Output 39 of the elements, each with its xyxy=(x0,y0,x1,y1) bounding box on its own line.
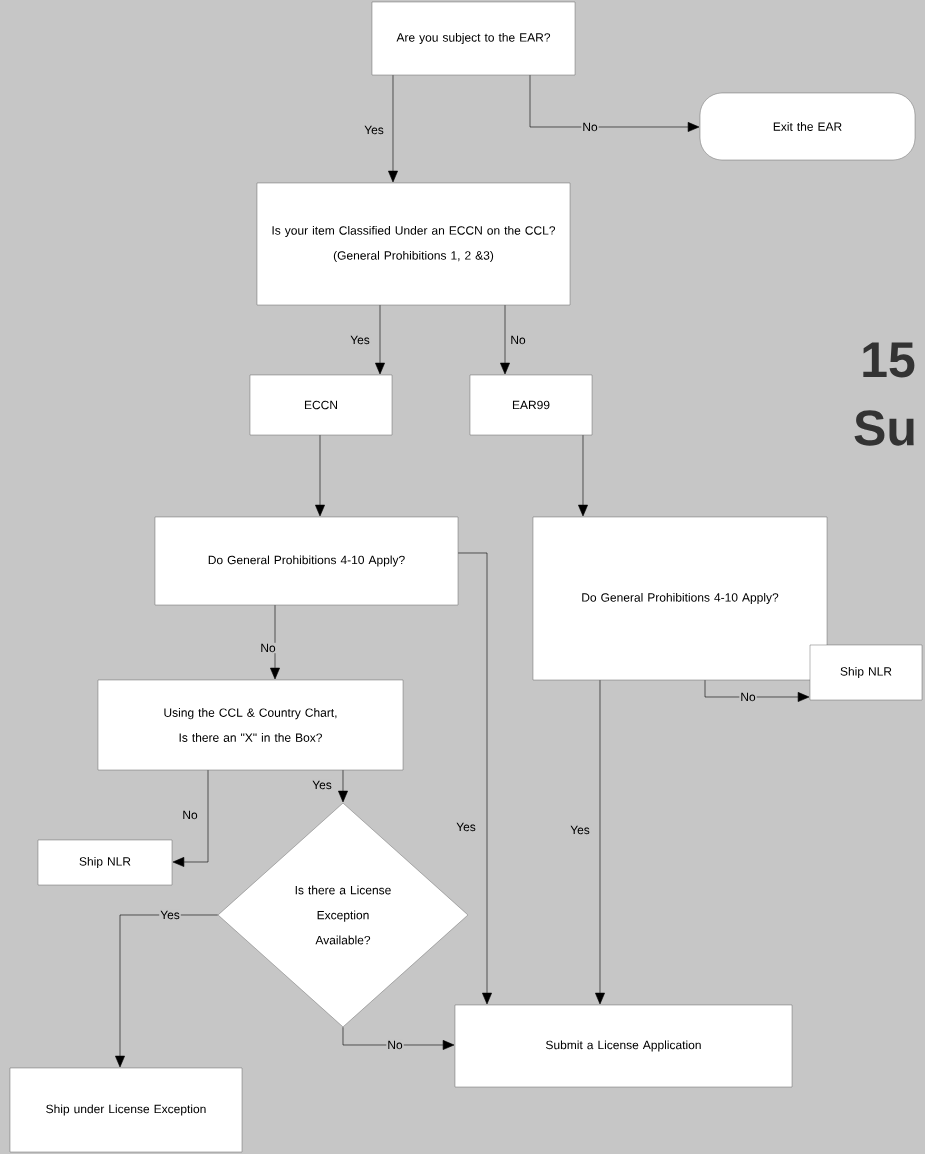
edge-label: Yes xyxy=(363,124,385,136)
arrow xyxy=(529,74,700,132)
process-box: Are you subject to the EAR? xyxy=(371,1,576,76)
process-box: Ship NLR xyxy=(37,839,173,886)
edge-label: No xyxy=(739,691,757,703)
edge-label: No xyxy=(509,334,527,346)
arrow xyxy=(388,74,398,183)
process-box: Do General Prohibitions 4-10 Apply? xyxy=(154,516,459,606)
arrow xyxy=(704,679,810,702)
arrow xyxy=(457,552,492,1005)
arrow xyxy=(342,1026,455,1050)
process-box: Ship NLR xyxy=(809,644,923,701)
arrow xyxy=(315,434,325,517)
process-box: EAR99 xyxy=(469,374,593,436)
arrow xyxy=(375,304,385,375)
heading-text: Su xyxy=(854,410,914,446)
process-box: Do General Prohibitions 4-10 Apply? xyxy=(532,516,828,681)
edge-label: Yes xyxy=(311,779,333,791)
edge-label: No xyxy=(386,1039,404,1051)
edge-label: Yes xyxy=(159,909,181,921)
arrow xyxy=(338,769,348,803)
process-box: Using the CCL & Country Chart, Is there an "X" in the Box? xyxy=(97,679,404,771)
edge-label: No xyxy=(259,642,277,654)
process-box: Is your item Classified Under an ECCN on the CCL? (General Prohibitions 1, 2 &3) xyxy=(256,182,571,306)
arrow xyxy=(115,914,219,1068)
terminal-box: Exit the EAR xyxy=(699,92,916,161)
arrow xyxy=(500,304,510,375)
arrow xyxy=(270,604,280,680)
heading-text: 15 xyxy=(863,342,915,378)
process-box: Ship under License Exception xyxy=(9,1067,243,1153)
edge-label: Yes xyxy=(349,334,371,346)
process-box: Submit a License Application xyxy=(454,1004,793,1088)
process-box: ECCN xyxy=(249,374,393,436)
arrow xyxy=(578,434,588,517)
arrow xyxy=(172,769,209,867)
arrow xyxy=(595,679,605,1005)
edge-label: No xyxy=(181,809,199,821)
edge-label: No xyxy=(581,121,599,133)
edge-label: Yes xyxy=(569,824,591,836)
